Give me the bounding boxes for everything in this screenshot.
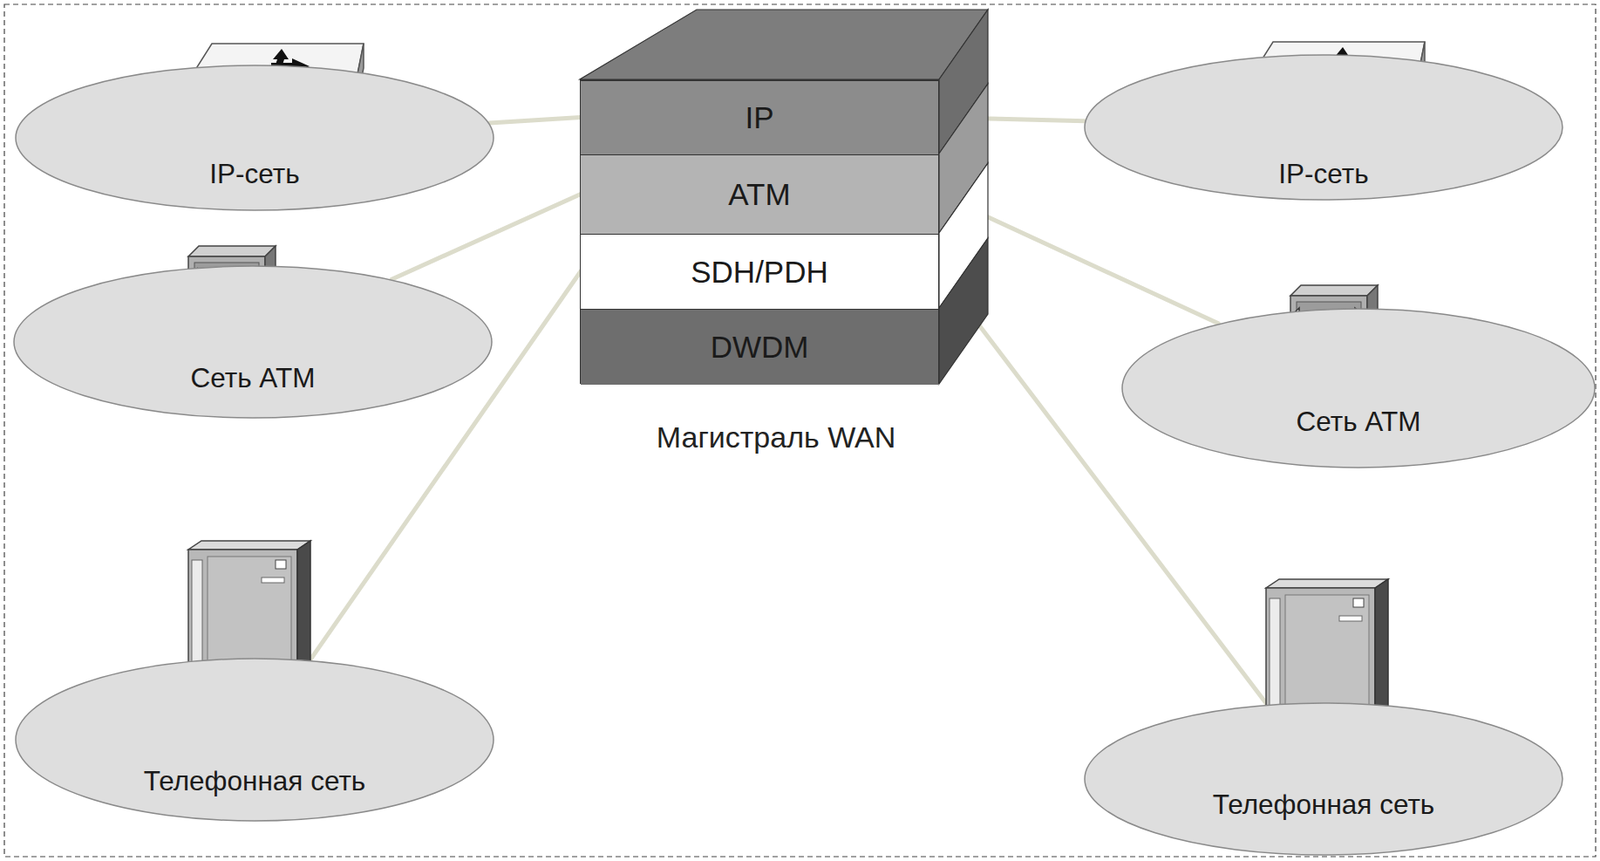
stack-caption: Магистраль WAN <box>580 420 972 455</box>
layer-label: ATM <box>728 177 790 212</box>
network-ellipse: Сеть ATM <box>13 265 493 419</box>
network-label: Телефонная сеть <box>1083 788 1564 821</box>
stack-3d-faces <box>579 9 988 384</box>
link-line <box>391 194 581 280</box>
layer-band: IP <box>580 80 939 155</box>
ellipse-outline <box>13 265 492 418</box>
network-label: Телефонная сеть <box>14 764 495 797</box>
ellipse-outline <box>15 65 494 211</box>
layer-label: DWDM <box>710 329 810 365</box>
ellipse-outline <box>1084 54 1563 200</box>
network-ellipse: IP-сеть <box>1083 54 1564 201</box>
stack-top-face <box>579 9 988 80</box>
ellipse-outline <box>15 658 494 821</box>
link-line <box>489 117 581 124</box>
network-label: Сеть ATM <box>13 361 493 395</box>
stack-side-dwdm <box>939 238 988 384</box>
network-label: IP-сеть <box>1083 157 1564 191</box>
network-ellipse: Телефонная сеть <box>14 657 495 822</box>
network-label: IP-сеть <box>14 157 495 191</box>
ellipse-outline <box>1122 308 1595 468</box>
backbone-stack: Магистраль WANIPATMSDH/PDHDWDM <box>579 79 940 384</box>
network-ellipse: IP-сеть <box>14 64 495 212</box>
ellipse-shape <box>14 64 495 212</box>
ellipse-shape <box>1121 307 1596 469</box>
layer-label: SDH/PDH <box>690 254 829 290</box>
network-ellipse: Сеть ATM <box>1121 307 1596 469</box>
network-label: Сеть ATM <box>1121 405 1596 438</box>
layer-band: ATM <box>580 154 939 234</box>
network-ellipse: Телефонная сеть <box>1083 701 1564 856</box>
ellipse-shape <box>13 265 493 419</box>
layer-label: IP <box>744 100 774 136</box>
ellipse-outline <box>1084 702 1563 855</box>
dashed-frame <box>4 4 1596 857</box>
layer-band: DWDM <box>580 308 939 385</box>
layer-band: SDH/PDH <box>580 233 939 309</box>
ellipse-shape <box>1083 701 1564 856</box>
ellipse-shape <box>14 657 495 822</box>
